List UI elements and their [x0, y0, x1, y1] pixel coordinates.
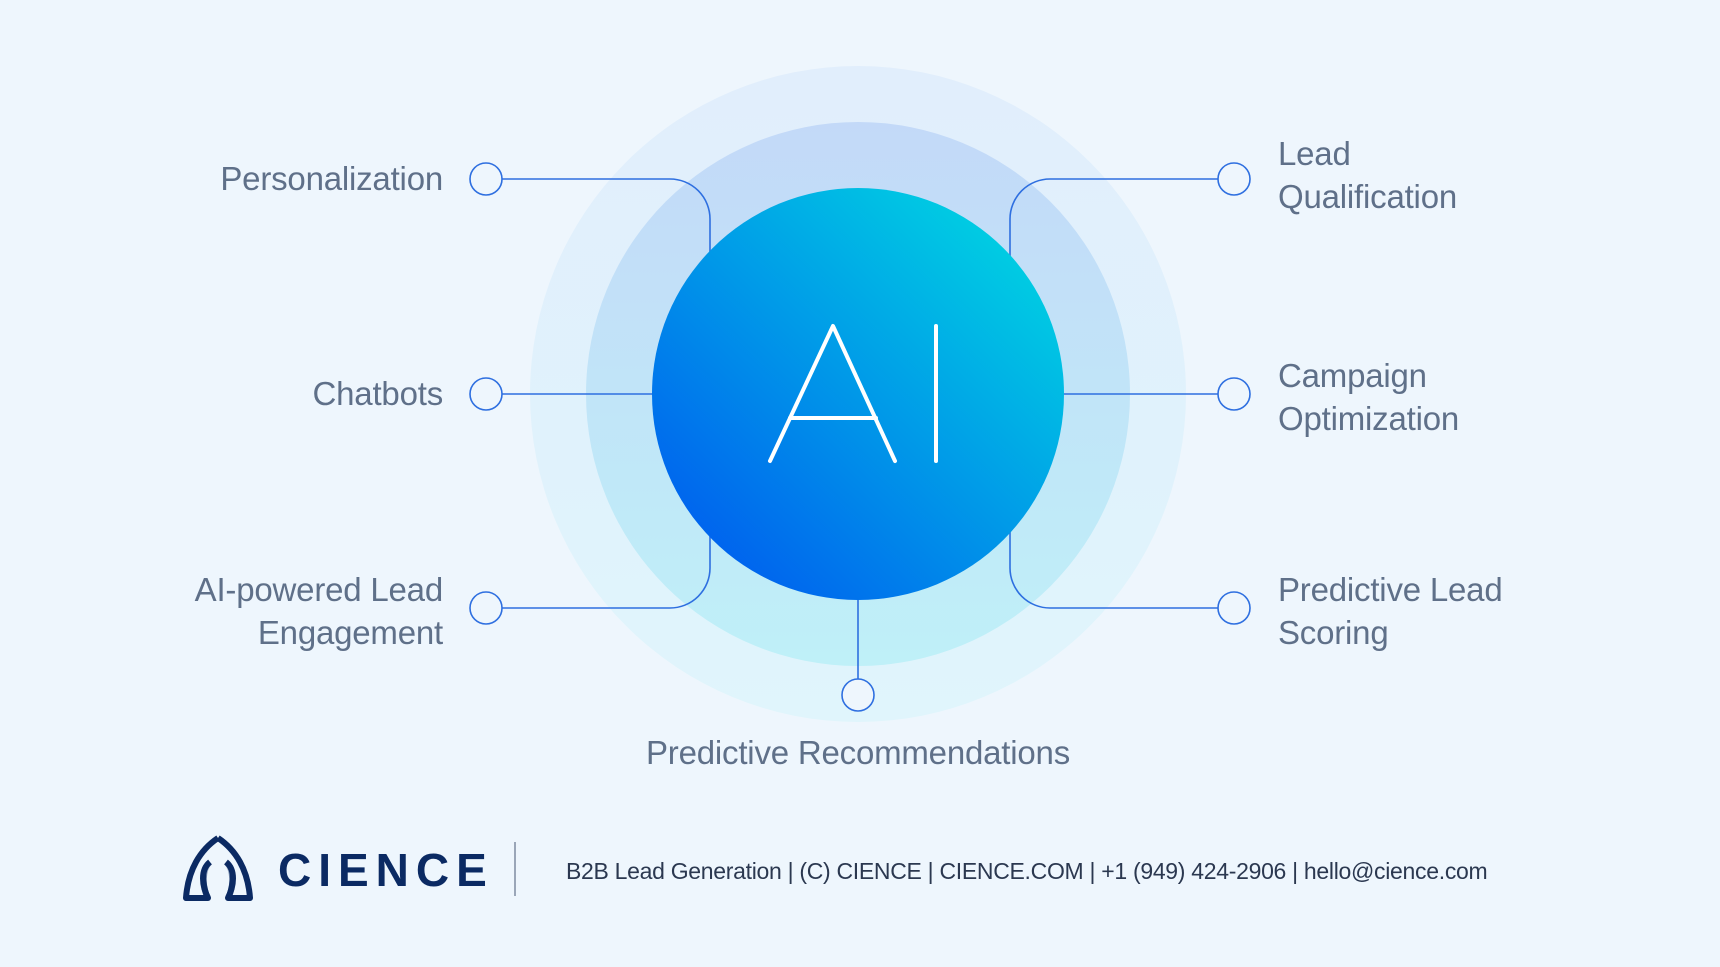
- label-line: Lead: [1278, 135, 1351, 172]
- label-campaign-optimization: Campaign Optimization: [1278, 354, 1638, 440]
- connectors: [502, 178, 1218, 679]
- ai-core-circle: [652, 188, 1064, 600]
- label-line: Qualification: [1278, 178, 1457, 215]
- node-circle-lead-qualification: [1217, 162, 1251, 196]
- label-line: AI-powered Lead: [194, 571, 444, 608]
- connector-personalization: [502, 178, 711, 260]
- footer-contact-text: B2B Lead Generation | (C) CIENCE | CIENC…: [566, 858, 1488, 884]
- node-circle-personalization: [469, 162, 503, 196]
- footer-divider: [514, 842, 516, 896]
- connector-ai-powered-lead-engagement: [502, 530, 711, 609]
- label-line: Predictive Lead: [1278, 571, 1503, 608]
- label-line: Personalization: [220, 160, 443, 197]
- node-circles: [469, 162, 1251, 712]
- label-ai-powered-lead-engagement: AI-powered Lead Engagement: [100, 568, 444, 654]
- label-line: Scoring: [1278, 614, 1389, 651]
- label-predictive-lead-scoring: Predictive Lead Scoring: [1278, 568, 1658, 654]
- label-line: Campaign: [1278, 357, 1427, 394]
- label-line: Chatbots: [312, 375, 444, 412]
- node-circle-predictive-lead-scoring: [1217, 591, 1251, 625]
- label-predictive-recommendations: Predictive Recommendations: [558, 731, 1158, 774]
- node-circle-chatbots: [469, 377, 503, 411]
- node-circle-ai-powered-lead-engagement: [469, 591, 503, 625]
- ai-letters-icon: [768, 324, 938, 463]
- connector-predictive-lead-scoring: [1009, 530, 1218, 609]
- label-line: Engagement: [257, 614, 443, 651]
- label-line: Predictive Recommendations: [646, 734, 1070, 771]
- label-chatbots: Chatbots: [100, 372, 444, 415]
- node-circle-predictive-recommendations: [841, 678, 875, 712]
- cience-logo-icon: [183, 835, 253, 901]
- connector-lead-qualification: [1009, 178, 1218, 260]
- label-lead-qualification: Lead Qualification: [1278, 132, 1638, 218]
- label-line: Optimization: [1278, 400, 1460, 437]
- label-personalization: Personalization: [100, 157, 443, 200]
- node-circle-campaign-optimization: [1217, 377, 1251, 411]
- brand-wordmark: CIENCE: [278, 844, 494, 896]
